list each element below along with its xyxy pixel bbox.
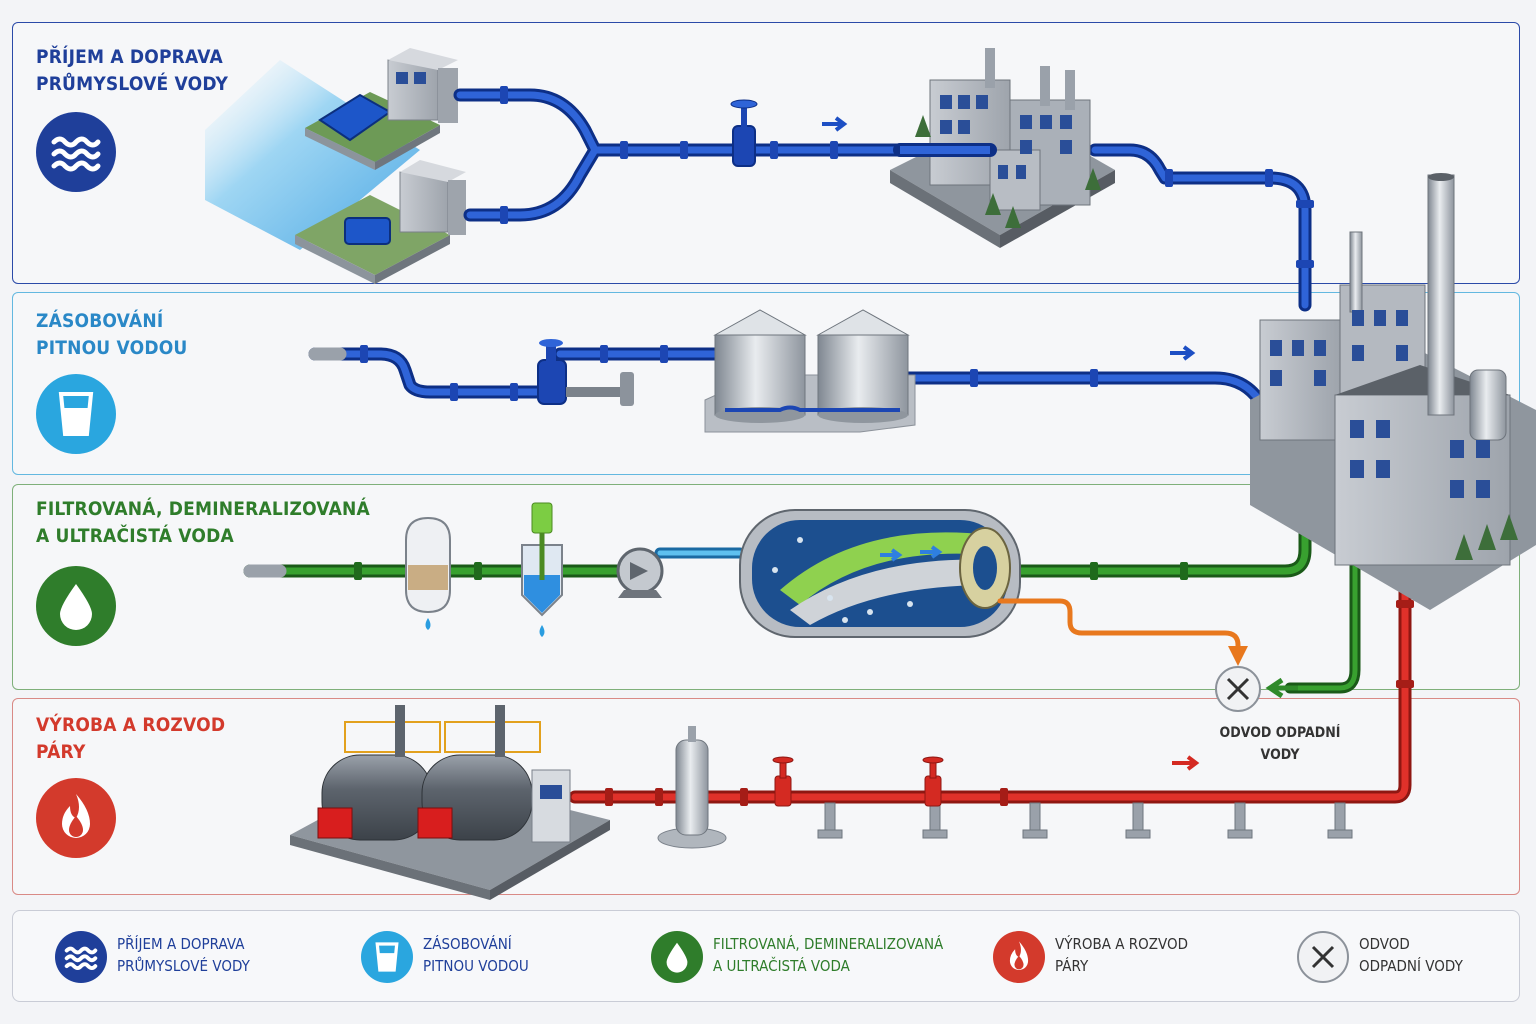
droplet-icon [651, 931, 703, 983]
pipe-flanges-blue [500, 86, 1314, 268]
band-title-potable: ZÁSOBOVÁNÍ PITNOU VODOU [36, 310, 188, 359]
ro-membrane-vessel [739, 509, 1021, 638]
dosing-unit [521, 502, 563, 637]
flow-arrow-steam [1172, 755, 1200, 771]
waves-icon [36, 112, 116, 192]
waste-inflow-arrow [1265, 677, 1298, 699]
flow-arrow-potable [1170, 345, 1196, 361]
pipe-supports [817, 802, 1353, 839]
industrial-plant-top [890, 48, 1115, 248]
legend-label-treated: FILTROVANÁ, DEMINERALIZOVANÁ A ULTRAČIST… [713, 935, 944, 975]
control-panel [531, 769, 571, 843]
boiler-1 [317, 705, 441, 841]
legend-label-industrial: PŘÍJEM A DOPRAVA PRŮMYSLOVÉ VODY [117, 935, 250, 975]
close-circle-icon [1297, 931, 1349, 983]
valve-assembly-potable [537, 339, 634, 406]
pump-station-2 [295, 160, 466, 284]
waste-outlet-icon [1215, 666, 1261, 712]
gate-valve-industrial [730, 99, 758, 167]
pipe-flanges-treated [354, 562, 1188, 580]
waste-outlet-label: ODVOD ODPADNÍ VODY [1219, 725, 1341, 763]
pump-station-1 [305, 48, 458, 170]
glass-icon [36, 374, 116, 454]
reject-pipe [997, 598, 1248, 666]
steam-valves [772, 756, 944, 807]
industrial-water-pipe [453, 88, 1312, 312]
legend-label-waste: ODVOD ODPADNÍ VODY [1359, 935, 1463, 975]
steam-boilers [290, 705, 610, 900]
feed-pump [616, 547, 664, 598]
flame-icon [36, 778, 116, 858]
storage-tanks [704, 309, 916, 433]
glass-icon [361, 931, 413, 983]
river-water [205, 60, 420, 250]
flame-icon [993, 931, 1045, 983]
main-power-plant [1250, 173, 1536, 610]
band-title-treated: FILTROVANÁ, DEMINERALIZOVANÁ A ULTRAČIST… [36, 498, 370, 547]
droplet-icon [36, 566, 116, 646]
flow-arrow-industrial [822, 116, 848, 132]
waves-icon [55, 931, 107, 983]
boiler-2 [417, 705, 541, 841]
legend-label-steam: VÝROBA A ROZVOD PÁRY [1055, 935, 1189, 975]
pipe-flanges-potable [360, 345, 1098, 401]
steam-separator [657, 726, 727, 849]
sand-filter [405, 516, 451, 630]
legend: PŘÍJEM A DOPRAVA PRŮMYSLOVÉ VODY ZÁSOBOV… [12, 910, 1520, 1002]
legend-label-potable: ZÁSOBOVÁNÍ PITNOU VODOU [423, 935, 529, 975]
pipe-flanges-steam [605, 600, 1414, 806]
band-title-industrial: PŘÍJEM A DOPRAVA PRŮMYSLOVÉ VODY [36, 46, 229, 95]
potable-water-pipe [308, 347, 1332, 447]
band-title-steam: VÝROBA A ROZVOD PÁRY [36, 714, 226, 763]
